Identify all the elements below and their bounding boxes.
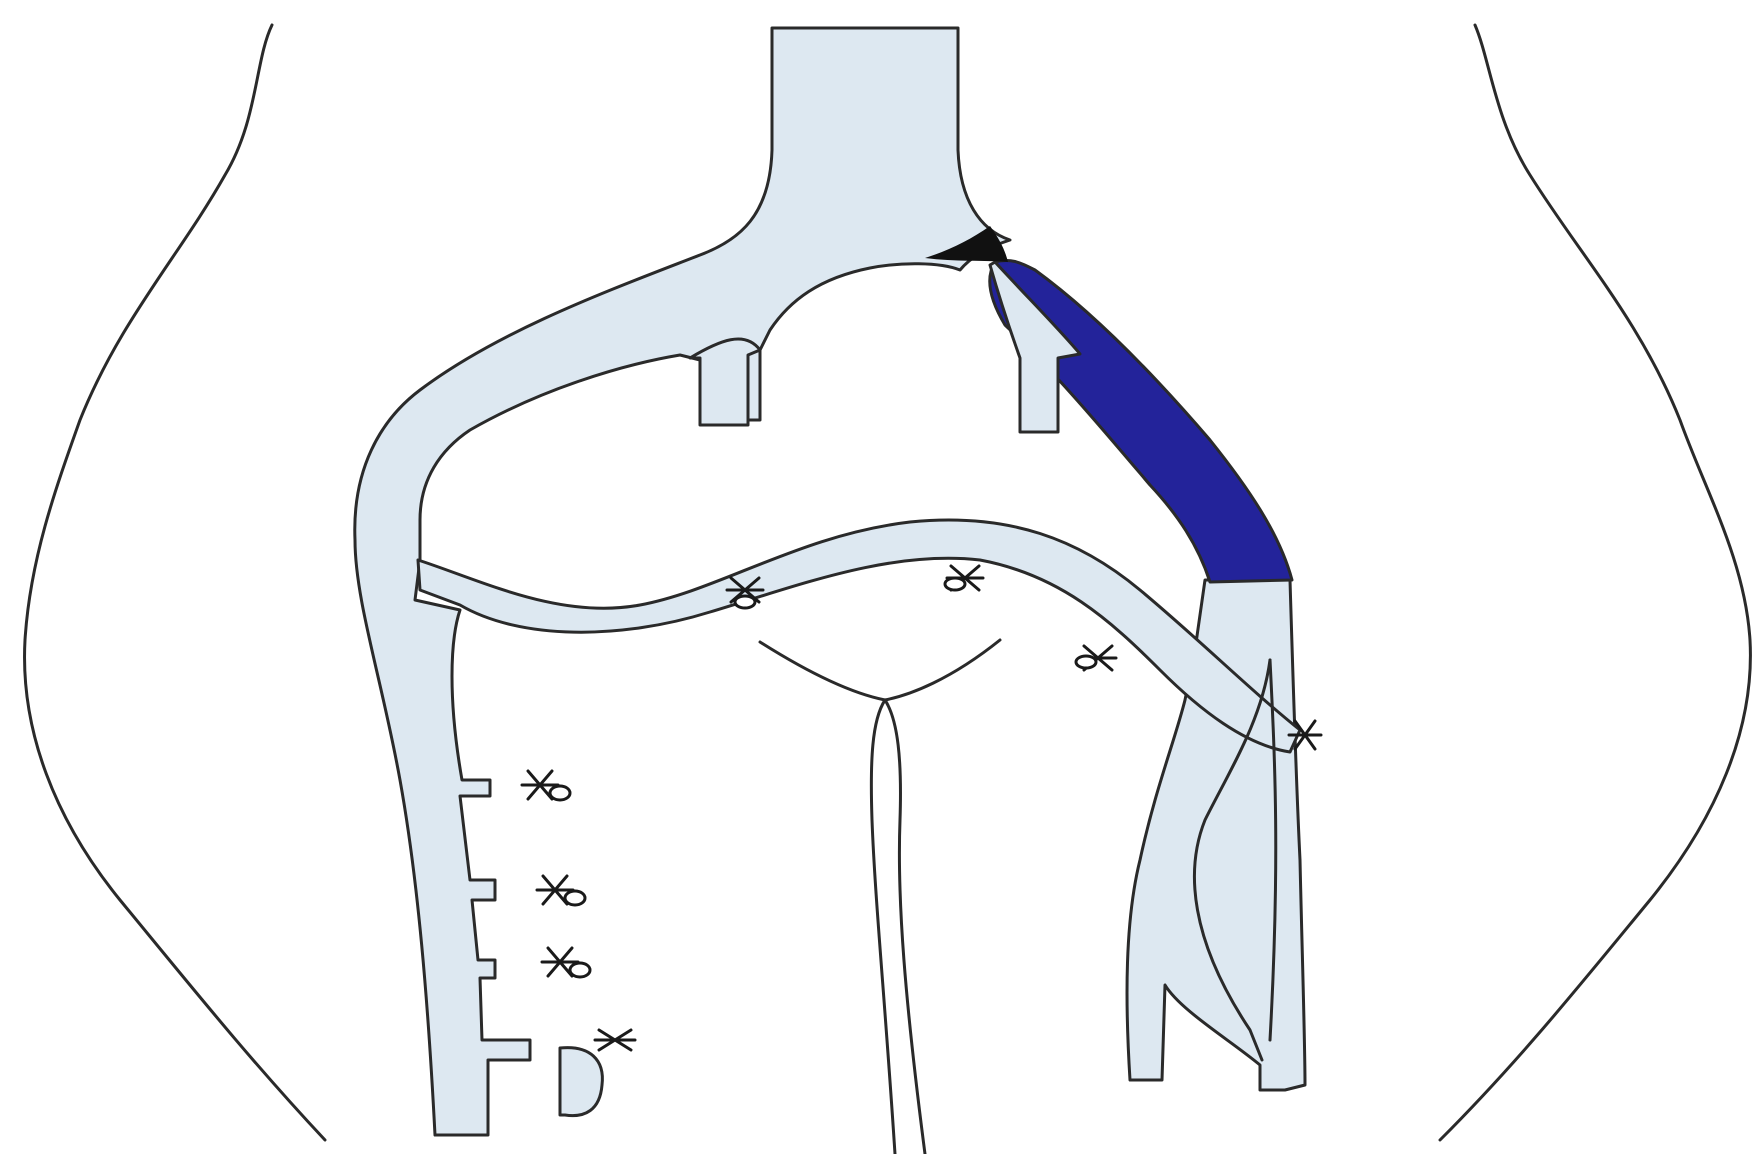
crossing-graft-vessel [418, 520, 1300, 752]
body-outline-left [25, 25, 325, 1140]
ligated-stump [560, 1048, 602, 1116]
cervix-left-line [871, 700, 895, 1154]
body-outline-right [1440, 25, 1750, 1140]
uterine-outline [760, 640, 1000, 700]
ligature-tie-icon [1076, 646, 1116, 670]
left-iliac-stub-branch [690, 339, 760, 425]
ligature-tie-icon [595, 1030, 635, 1050]
ligature-tie-icon [537, 876, 585, 905]
ligature-tie-icon [522, 771, 570, 800]
ligature-tie-icon [542, 948, 590, 977]
ligature-tie-icon [945, 566, 983, 590]
